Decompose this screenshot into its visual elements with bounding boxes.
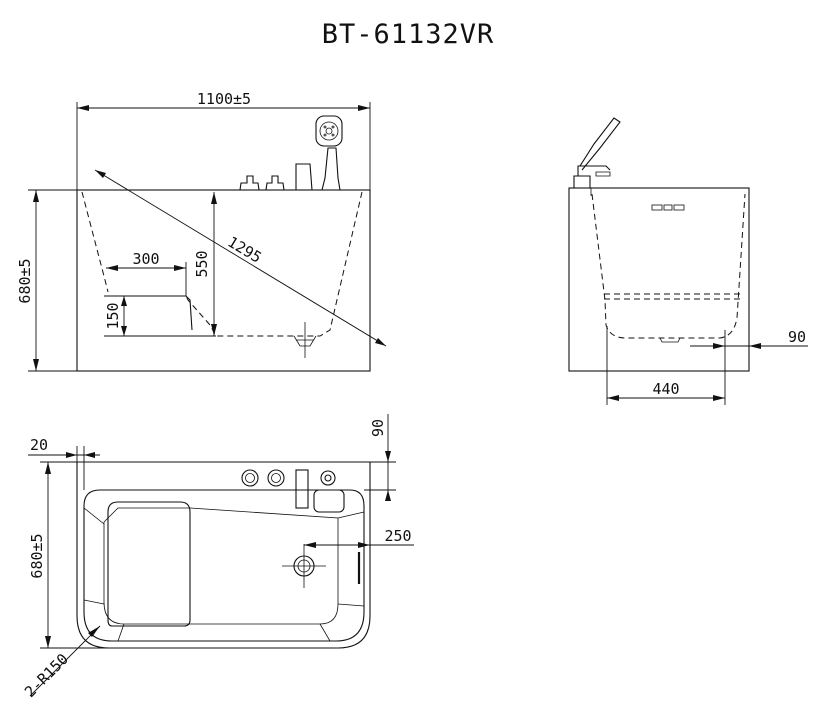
dim-seat-height-arrow-top — [121, 296, 127, 306]
dim-seat-height-arrow-bottom — [121, 326, 127, 336]
top-knob-2-inner-icon — [271, 473, 281, 483]
dim-drain-offset-label: 90 — [788, 328, 806, 346]
front-body-outline — [76, 189, 371, 372]
side-body-outline — [568, 187, 750, 372]
front-knob-2-icon — [265, 175, 285, 191]
front-shower-nozzles-icon — [319, 121, 339, 141]
dim-height-label: 680±5 — [16, 258, 34, 303]
dim-length-arrow-right — [358, 105, 370, 111]
front-basin-left-wall — [81, 191, 109, 293]
top-knob-2-icon — [267, 469, 285, 487]
dim-diagonal-label: 1295 — [224, 233, 264, 267]
dim-ledge-arrow-bottom — [385, 490, 391, 501]
top-shower-holder-inner-icon — [324, 474, 332, 482]
front-basin-right-wall — [185, 191, 363, 337]
dim-wall-arrow-left — [66, 452, 77, 458]
front-shower-head-icon — [315, 115, 343, 147]
dim-radius-arrow — [88, 626, 100, 637]
front-knob-1-icon — [239, 175, 260, 191]
dim-seat-width-label: 300 — [132, 250, 159, 268]
side-drain-icon — [659, 337, 681, 343]
dim-inner-width-label: 440 — [652, 380, 679, 398]
dim-diagonal-arrow-bottom — [375, 338, 386, 346]
dim-length-label: 1100±5 — [197, 90, 251, 108]
dim-radius-leader — [29, 625, 101, 697]
dim-drain-offset-arrow-right — [749, 343, 761, 349]
dim-depth-arrow-bottom — [211, 324, 217, 336]
side-view: 90 440 — [568, 117, 808, 405]
dim-ledge-arrow-top — [385, 451, 391, 462]
top-corner-facets — [83, 507, 365, 642]
top-inner-rim — [83, 489, 365, 642]
side-faucet-base-icon — [573, 175, 591, 188]
front-spout-icon — [295, 163, 313, 191]
top-seat-outline — [107, 501, 191, 627]
side-faucet-spout-icon — [577, 165, 611, 176]
top-shower-holder-icon — [320, 470, 336, 486]
dim-ledge-label: 90 — [369, 419, 387, 437]
dim-drain-offset-arrow-left — [713, 343, 725, 349]
side-hand-shower-icon — [579, 117, 621, 171]
dim-wall-label: 20 — [30, 436, 48, 454]
dim-diagonal-arrow-top — [95, 170, 106, 178]
front-shower-holder-icon — [321, 147, 341, 191]
top-knob-1-inner-icon — [245, 473, 255, 483]
dim-radius-label: 2-R150 — [21, 650, 72, 701]
top-view: 20 90 680±5 250 2-R150 — [21, 414, 414, 701]
dim-drain-arrow-right — [358, 542, 370, 548]
dim-width-arrow-bottom — [45, 636, 51, 648]
dim-seat-width-arrow-left — [106, 265, 118, 271]
dim-inner-width-arrow-left — [607, 395, 619, 401]
dim-depth-arrow-top — [211, 192, 217, 204]
dim-drain-label: 250 — [384, 527, 411, 545]
dim-length-arrow-left — [77, 105, 89, 111]
dim-diagonal-line — [94, 169, 387, 347]
dim-seat-height-label: 150 — [104, 302, 122, 329]
top-shower-head-icon — [313, 489, 345, 513]
dim-wall-arrow-right — [84, 452, 95, 458]
dim-width-arrow-top — [45, 462, 51, 474]
top-spout-icon — [295, 469, 309, 509]
dim-height-arrow-top — [33, 190, 39, 202]
drawing-title: BT-61132VR — [322, 19, 495, 50]
dim-seat-width-arrow-right — [174, 265, 186, 271]
dim-width-label: 680±5 — [28, 533, 46, 578]
dim-depth-label: 550 — [193, 250, 211, 277]
side-basin-outline — [591, 193, 746, 339]
side-controls-icon — [651, 204, 685, 211]
top-outer-outline — [76, 461, 371, 649]
dim-inner-width-arrow-right — [713, 395, 725, 401]
side-faucet-handle-icon — [595, 171, 611, 177]
front-view: 1100±5 680±5 1295 550 300 150 — [16, 90, 387, 372]
dim-drain-arrow-left — [304, 542, 316, 548]
top-knob-1-icon — [241, 469, 259, 487]
front-seat-step — [108, 295, 193, 331]
dim-height-arrow-bottom — [33, 359, 39, 371]
